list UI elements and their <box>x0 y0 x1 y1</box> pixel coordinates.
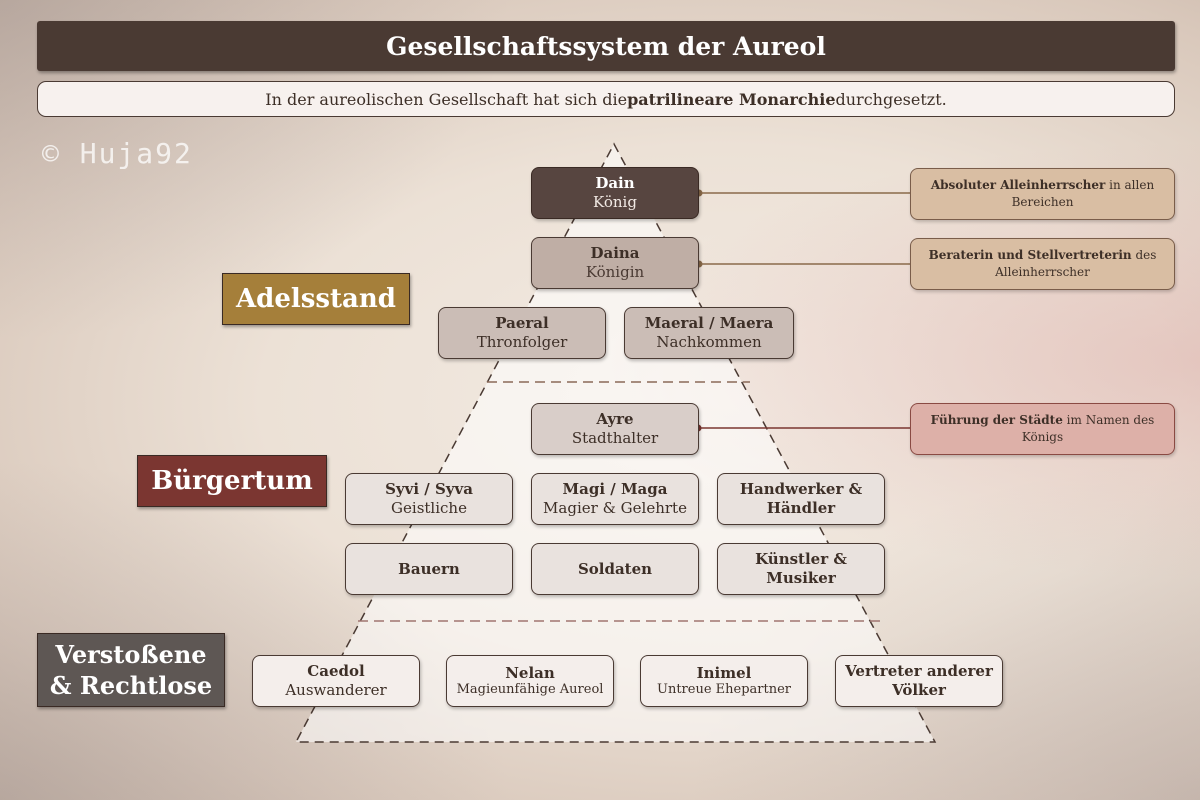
watermark: © Huja92 <box>42 137 193 170</box>
node-vertreter: Vertreter anderer Völker <box>835 655 1003 707</box>
tier-label-buergertum-text: Bürgertum <box>151 466 313 496</box>
node-handwerker-line1: Handwerker & <box>739 480 863 499</box>
note-dain-rest2: Bereichen <box>1011 195 1074 209</box>
page-title: Gesellschaftssystem der Aureol <box>37 21 1175 71</box>
node-vertreter-line2: Völker <box>892 681 946 699</box>
note-ayre: Führung der Städte im Namen des Königs <box>910 403 1175 455</box>
node-dain-role: König <box>593 193 637 211</box>
node-nelan-role: Magieunfähige Aureol <box>456 682 604 698</box>
node-paeral-role: Thronfolger <box>476 333 568 351</box>
note-dain: Absoluter Alleinherrscher in allen Berei… <box>910 168 1175 220</box>
note-daina-text: Beraterin und Stellvertreterin des Allei… <box>929 247 1157 282</box>
node-soldaten: Soldaten <box>531 543 699 595</box>
subtitle-banner: In der aureolischen Gesellschaft hat sic… <box>37 81 1175 117</box>
node-ayre: Ayre Stadthalter <box>531 403 699 455</box>
tier-label-buergertum: Bürgertum <box>137 455 327 507</box>
subtitle-text-after: durchgesetzt. <box>835 89 947 109</box>
tier-label-adelsstand-text: Adelsstand <box>236 284 396 314</box>
subtitle-text-bold: patrilineare Monarchie <box>627 89 836 109</box>
node-nelan: Nelan Magieunfähige Aureol <box>446 655 614 707</box>
node-magi-role: Magier & Gelehrte <box>543 499 687 517</box>
node-daina-name: Daina <box>590 244 640 263</box>
node-handwerker: Handwerker & Händler <box>717 473 885 525</box>
note-dain-text: Absoluter Alleinherrscher in allen Berei… <box>931 177 1154 212</box>
tier-label-verstossene-line2: & Rechtlose <box>49 671 213 700</box>
node-paeral-name: Paeral <box>495 314 549 333</box>
node-kuenstler: Künstler & Musiker <box>717 543 885 595</box>
node-bauern: Bauern <box>345 543 513 595</box>
node-kuenstler-name: Künstler & Musiker <box>755 550 847 587</box>
note-daina: Beraterin und Stellvertreterin des Allei… <box>910 238 1175 290</box>
node-syvi-name: Syvi / Syva <box>385 480 473 499</box>
node-vertreter-line1: Vertreter anderer <box>845 662 993 681</box>
node-inimel-role: Untreue Ehepartner <box>656 682 791 698</box>
note-daina-rest2: Alleinherrscher <box>995 265 1090 279</box>
note-ayre-text: Führung der Städte im Namen des Königs <box>921 412 1164 447</box>
node-magi-name: Magi / Maga <box>562 480 668 499</box>
node-nelan-name: Nelan <box>505 663 555 682</box>
node-maeral: Maeral / Maera Nachkommen <box>624 307 794 359</box>
node-maeral-role: Nachkommen <box>656 333 762 351</box>
node-syvi: Syvi / Syva Geistliche <box>345 473 513 525</box>
node-paeral: Paeral Thronfolger <box>438 307 606 359</box>
node-bauern-name: Bauern <box>398 559 460 578</box>
node-daina-role: Königin <box>585 263 645 281</box>
tier-label-verstossene: Verstoßene & Rechtlose <box>37 633 225 707</box>
node-ayre-role: Stadthalter <box>571 429 659 447</box>
tier-label-verstossene-line1: Verstoßene <box>55 639 207 669</box>
note-daina-bold: Beraterin und Stellvertreterin <box>928 247 1132 262</box>
node-caedol-name: Caedol <box>307 662 365 681</box>
node-caedol: Caedol Auswanderer <box>252 655 420 707</box>
node-daina: Daina Königin <box>531 237 699 289</box>
note-ayre-bold: Führung der Städte <box>930 412 1063 427</box>
node-syvi-role: Geistliche <box>391 499 467 517</box>
node-dain: Dain König <box>531 167 699 219</box>
note-dain-rest1: in allen <box>1105 177 1155 192</box>
node-dain-name: Dain <box>595 174 635 193</box>
node-soldaten-name: Soldaten <box>577 559 653 578</box>
subtitle-text-before: In der aureolischen Gesellschaft hat sic… <box>265 89 628 109</box>
note-daina-rest1: des <box>1131 247 1157 262</box>
node-ayre-name: Ayre <box>596 410 634 429</box>
node-caedol-role: Auswanderer <box>285 681 387 699</box>
node-handwerker-line2: Händler <box>766 499 836 517</box>
node-magi: Magi / Maga Magier & Gelehrte <box>531 473 699 525</box>
node-inimel: Inimel Untreue Ehepartner <box>640 655 808 707</box>
node-inimel-name: Inimel <box>696 663 752 682</box>
note-ayre-rest1: im Namen des Königs <box>1021 412 1155 444</box>
node-maeral-name: Maeral / Maera <box>644 314 774 333</box>
note-dain-bold: Absoluter Alleinherrscher <box>930 177 1106 192</box>
tier-label-adelsstand: Adelsstand <box>222 273 410 325</box>
